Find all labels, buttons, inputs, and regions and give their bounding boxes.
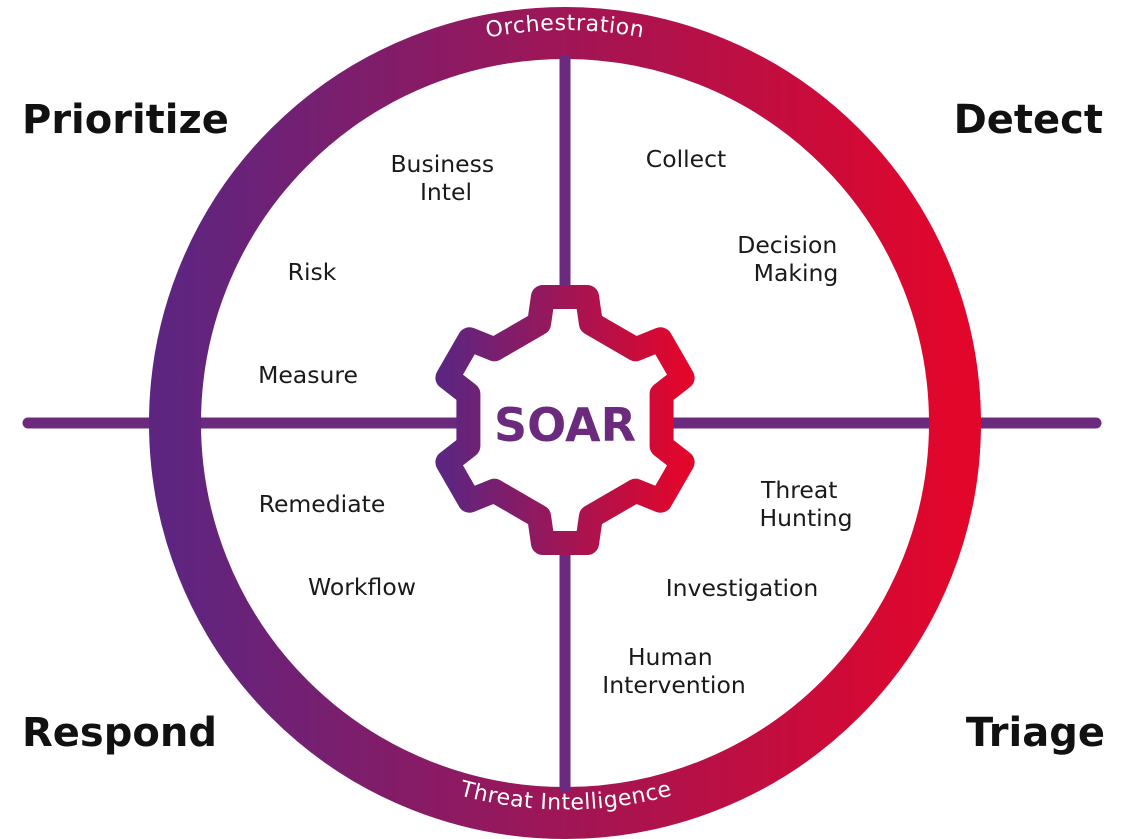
item-remediate: Remediate	[259, 490, 386, 518]
item-decision-making: Decision Making	[737, 231, 845, 287]
item-workflow: Workflow	[308, 573, 416, 601]
item-threat-hunting: Threat Hunting	[759, 476, 852, 532]
center-label: SOAR	[494, 398, 636, 452]
outer-ring	[149, 7, 981, 839]
gear-icon	[435, 285, 695, 555]
corner-label-detect: Detect	[954, 97, 1103, 143]
item-business-intel: Business Intel	[390, 150, 501, 206]
item-risk: Risk	[288, 258, 337, 286]
item-human-intervention: Human Intervention	[602, 643, 745, 699]
corner-label-respond: Respond	[22, 710, 217, 756]
item-measure: Measure	[258, 361, 358, 389]
item-collect: Collect	[646, 145, 726, 173]
corner-label-triage: Triage	[966, 710, 1105, 756]
item-investigation: Investigation	[666, 574, 819, 602]
corner-label-prioritize: Prioritize	[22, 97, 229, 143]
